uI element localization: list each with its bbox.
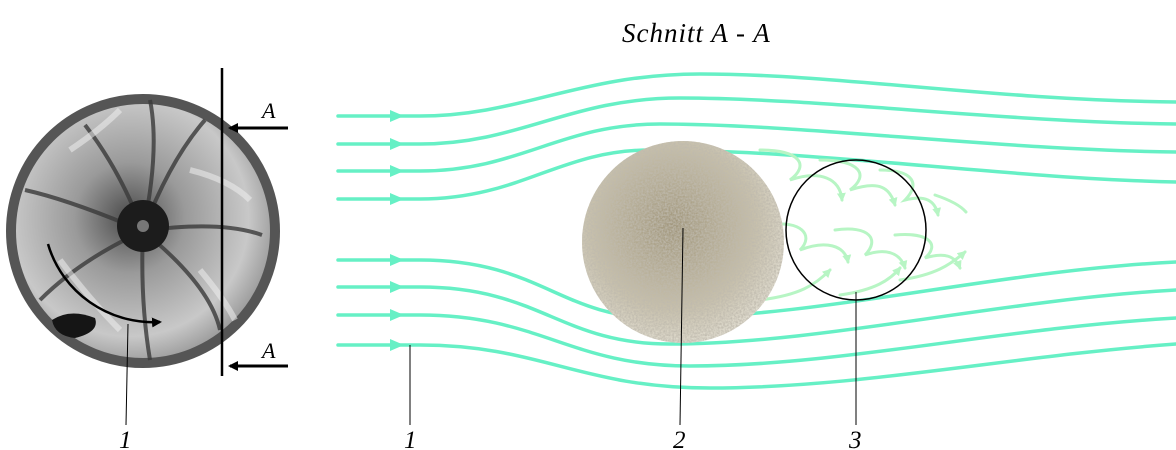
callout-particle: 2 (673, 427, 686, 450)
streamline (338, 124, 1176, 171)
eddy-wake (760, 150, 966, 300)
callout-vortex: 3 (848, 427, 862, 450)
callout-left-item: 1 (119, 427, 132, 450)
arrowhead (390, 193, 404, 205)
inflow-arrowheads (390, 110, 404, 351)
rotating-wheel (11, 99, 275, 363)
streamline (338, 74, 1176, 116)
callout-flow: 1 (404, 427, 417, 450)
eddy-stroke (820, 160, 895, 205)
arrowhead (390, 110, 404, 122)
streamline (338, 344, 1176, 388)
section-label-bottom: A (260, 338, 276, 363)
arrowhead (390, 254, 404, 266)
streamline (338, 98, 1176, 144)
arrowhead (390, 339, 404, 351)
arrowhead (390, 281, 404, 293)
section-title: Schnitt A - A (622, 18, 771, 48)
section-label-top: A (260, 98, 276, 123)
arrowhead (390, 138, 404, 150)
wheel-hub-center (137, 220, 149, 232)
eddy-stroke (935, 195, 966, 212)
arrowhead (390, 309, 404, 321)
arrowhead (390, 165, 404, 177)
